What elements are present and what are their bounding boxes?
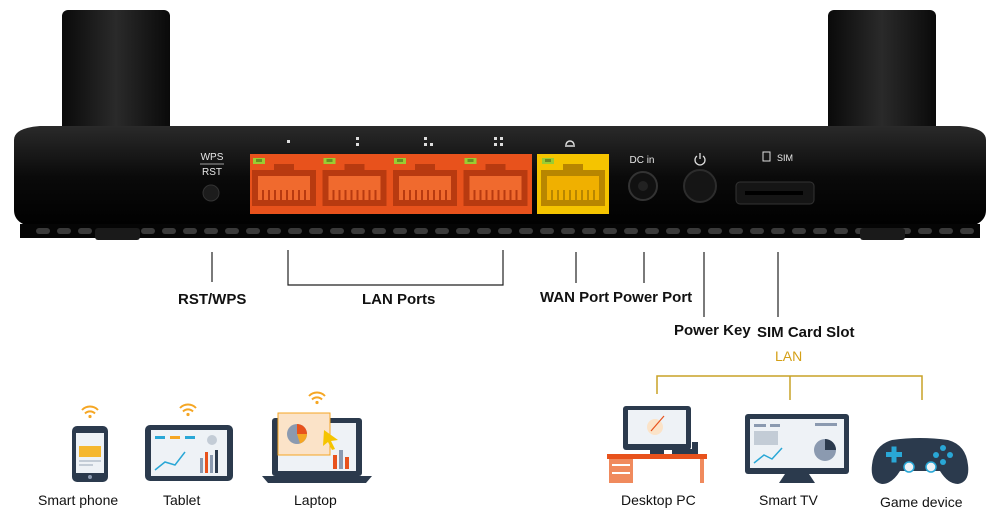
callout-lines: [211, 250, 779, 317]
smartphone-icon: [72, 405, 108, 482]
device-label-desktop-pc: Desktop PC: [621, 492, 696, 508]
wan-port-jack[interactable]: [541, 158, 605, 206]
lan-port-2[interactable]: [322, 158, 387, 206]
device-label-tablet: Tablet: [163, 492, 201, 508]
rst-wps-button[interactable]: [202, 184, 220, 202]
wan-icon: [565, 140, 575, 147]
lan-port-markers: [287, 137, 503, 146]
device-label-laptop: Laptop: [294, 492, 337, 508]
lan-port-3[interactable]: [393, 158, 457, 206]
lan-port-4[interactable]: [463, 158, 528, 206]
sim-text: SIM: [777, 153, 793, 163]
tablet-icon: [145, 403, 233, 481]
device-label-smart-tv: Smart TV: [759, 492, 818, 508]
bottom-vents: [36, 228, 974, 234]
wan-port-label: WAN Port: [540, 289, 610, 306]
rst-text: RST: [202, 167, 222, 178]
dc-in-text: DC in: [629, 155, 654, 166]
laptop-icon: [262, 391, 372, 483]
power-symbol-icon: [694, 153, 706, 166]
wan-port[interactable]: [537, 154, 609, 214]
lan-ports-label: LAN Ports: [362, 291, 436, 308]
power-key-button[interactable]: [683, 169, 717, 203]
sim-card-slot-label: SIM Card Slot: [757, 324, 855, 341]
smart-tv-icon: [745, 414, 849, 483]
sim-icon: [762, 151, 771, 162]
lan-ports: [250, 154, 532, 214]
desktop-pc-icon: [607, 406, 707, 483]
device-label-game-device: Game device: [880, 494, 963, 510]
rst-wps-label: RST/WPS: [178, 291, 247, 308]
device-label-smart-phone: Smart phone: [38, 492, 119, 508]
power-key-label: Power Key: [674, 322, 751, 339]
lan-port-1[interactable]: [252, 158, 316, 206]
gamepad-icon: [871, 438, 969, 484]
wps-text: WPS: [201, 152, 224, 163]
lan-group-label: LAN: [775, 348, 803, 364]
power-port-label: Power Port: [613, 289, 693, 306]
